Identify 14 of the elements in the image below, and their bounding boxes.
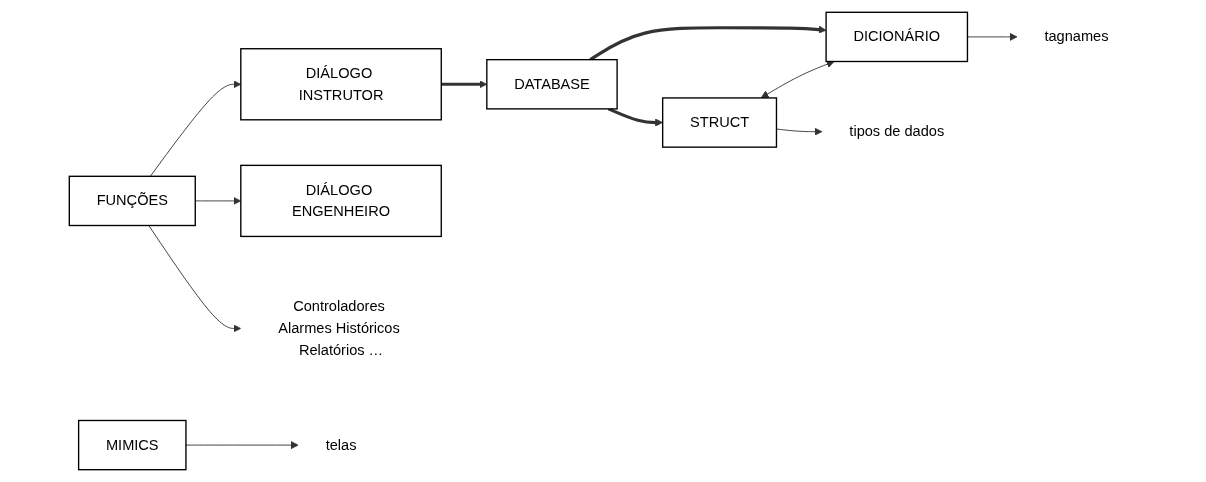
node-box: FUNÇÕES [69,175,197,227]
node-box: DIÁLOGO INSTRUTOR [240,48,443,121]
arrow [608,107,664,127]
arrow [589,25,827,61]
node-box: DIÁLOGO ENGENHEIRO [240,164,443,238]
node-box: STRUCT [662,97,778,148]
node-text: telas [326,436,357,453]
node-box: MIMICS [78,419,188,471]
arrow [441,80,488,89]
node-text: Controladores Alarmes Históricos Relatórios … [278,298,401,358]
node-box: DICIONÁRIO [825,11,969,63]
node-text: tagnames [1044,28,1109,45]
node-box: DATABASE [486,59,619,110]
node-text: tipos de dados [849,123,945,139]
